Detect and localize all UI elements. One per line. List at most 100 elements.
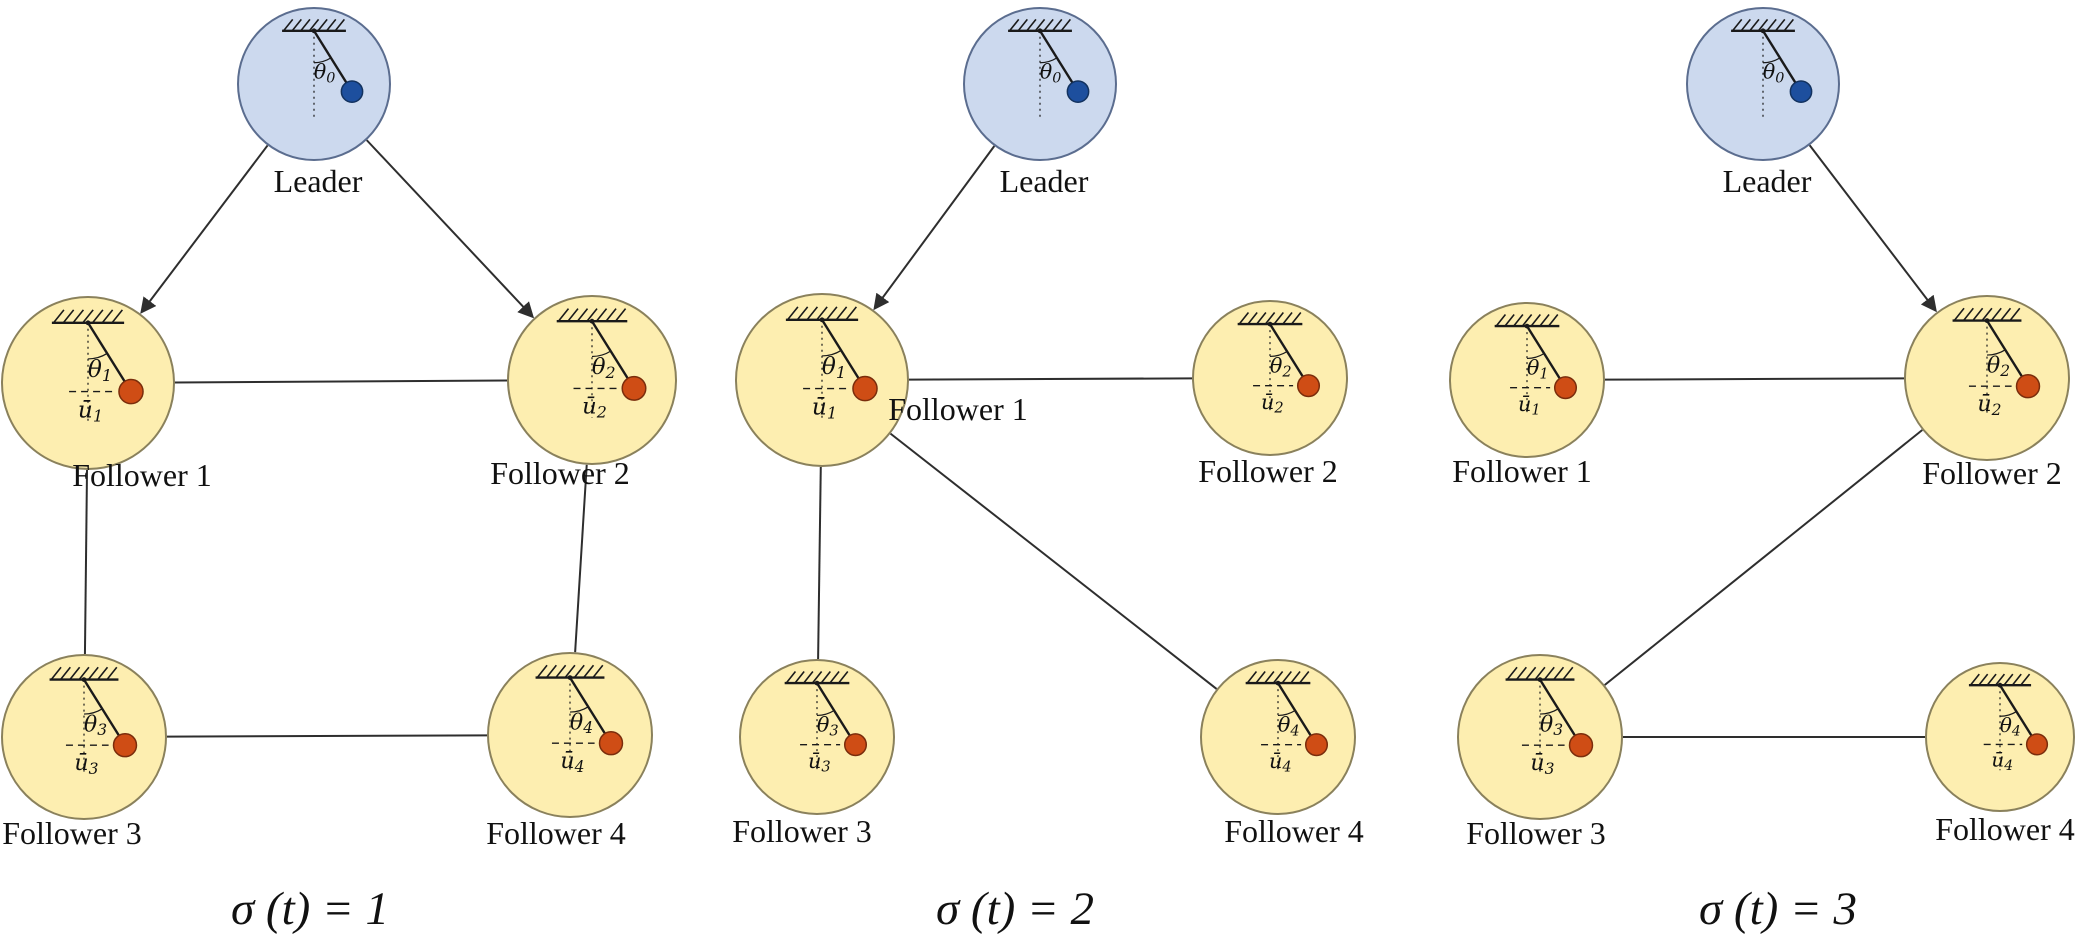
angle-arc: [87, 352, 108, 360]
pendulum-bob-icon: [1789, 80, 1813, 103]
input-label: ū3: [808, 749, 831, 776]
angle-arc: [821, 349, 842, 357]
pivot-point: [589, 318, 595, 324]
pivot-point: [1997, 682, 2003, 688]
pivot-point: [1537, 677, 1543, 682]
edge-f2-f3: [1604, 429, 1923, 686]
ceiling-hatching-icon: [1731, 18, 1795, 32]
angle-arc: [591, 350, 612, 358]
theta-label: θ4: [2000, 713, 2021, 740]
pendulum-rod: [1761, 30, 1803, 93]
pendulum-bob-icon: [2015, 373, 2041, 399]
pendulum-bob-icon: [1568, 732, 1594, 758]
pendulum-bob-icon: [340, 80, 364, 103]
follower-circle: [1925, 662, 2075, 812]
edge-f1-f2: [908, 377, 1193, 381]
edge-l-f2-directed: [365, 139, 535, 319]
ceiling-hatching-icon: [1246, 671, 1310, 684]
pendulum-bob-icon: [118, 378, 144, 405]
angle-arc: [816, 710, 835, 717]
ceiling-hatching-icon: [1238, 312, 1302, 325]
node-name-label: Follower 2: [1198, 453, 1338, 489]
pendulum-bob-icon: [1066, 80, 1090, 103]
pendulum-rod: [820, 319, 867, 390]
node-name-label: Follower 2: [1922, 455, 2062, 491]
node-name-label: Follower 4: [1224, 813, 1364, 849]
theta-label: θ3: [817, 713, 839, 740]
pivot-point: [81, 677, 87, 682]
ceiling-hatching-icon: [786, 306, 858, 321]
input-label: ū4: [1269, 749, 1292, 776]
ceiling-hatching-icon: [52, 309, 124, 324]
theta-label: θ2: [592, 354, 616, 382]
theta-label: θ3: [1540, 711, 1563, 739]
pendulum-bob-icon: [112, 732, 138, 758]
theta-label: θ3: [84, 711, 107, 739]
theta-label: θ4: [1278, 713, 1300, 740]
pendulum-bob-icon: [1553, 376, 1578, 400]
panel-caption: σ (t) = 3: [1699, 883, 1857, 935]
ceiling-hatching-icon: [1008, 18, 1072, 32]
pivot-point: [85, 320, 91, 326]
node-name-label: Leader: [1000, 163, 1089, 199]
input-label: ū2: [582, 394, 607, 422]
pendulum-rod: [590, 320, 636, 390]
ceiling-hatching-icon: [1506, 666, 1574, 681]
node-name-label: Follower 4: [486, 815, 626, 851]
pendulum-rod: [1038, 30, 1080, 93]
input-label: ū3: [74, 750, 98, 778]
follower-circle: [1200, 659, 1356, 815]
pivot-point: [1760, 28, 1766, 34]
node-name-label: Follower 1: [888, 391, 1028, 427]
pendulum-rod: [1268, 323, 1310, 387]
pendulum-bob-icon: [2025, 733, 2049, 756]
edge-f1-f3: [83, 469, 89, 655]
ceiling-hatching-icon: [785, 671, 849, 684]
input-label: ū2: [1977, 391, 2001, 419]
ceiling-hatching-icon: [536, 664, 604, 679]
input-label: ū4: [560, 748, 584, 776]
edge-l-f2-directed: [1808, 144, 1937, 313]
angle-arc: [1539, 708, 1559, 715]
pivot-point: [819, 317, 825, 323]
pendulum-bob-icon: [621, 375, 647, 401]
edge-f1-f2: [1604, 377, 1905, 381]
node-name-label: Follower 3: [2, 815, 142, 851]
theta-label: θ2: [1270, 354, 1292, 381]
pendulum-rod: [815, 682, 857, 746]
pendulum-rod: [568, 676, 613, 744]
ceiling-hatching-icon: [282, 18, 346, 32]
pendulum-rod: [1998, 684, 2039, 746]
pendulum-bob-icon: [598, 730, 624, 756]
pivot-point: [1267, 321, 1273, 327]
theta-label: θ4: [570, 709, 593, 737]
pivot-point: [567, 675, 573, 680]
pendulum-rod: [82, 678, 127, 746]
node-name-label: Leader: [1723, 163, 1812, 199]
ceiling-hatching-icon: [1953, 307, 2021, 322]
node-name-label: Leader: [274, 163, 363, 199]
input-label: ū1: [812, 393, 837, 422]
ceiling-hatching-icon: [557, 308, 627, 322]
angle-arc: [1039, 57, 1058, 64]
edge-f2-f4: [574, 464, 588, 653]
pendulum-bob-icon: [843, 733, 868, 757]
ceiling-hatching-icon: [50, 666, 118, 681]
angle-arc: [313, 57, 332, 64]
input-label: ū4: [1991, 748, 2013, 775]
input-label: ū2: [1261, 390, 1284, 417]
follower-circle: [487, 652, 653, 818]
edge-f1-f4: [889, 432, 1218, 690]
